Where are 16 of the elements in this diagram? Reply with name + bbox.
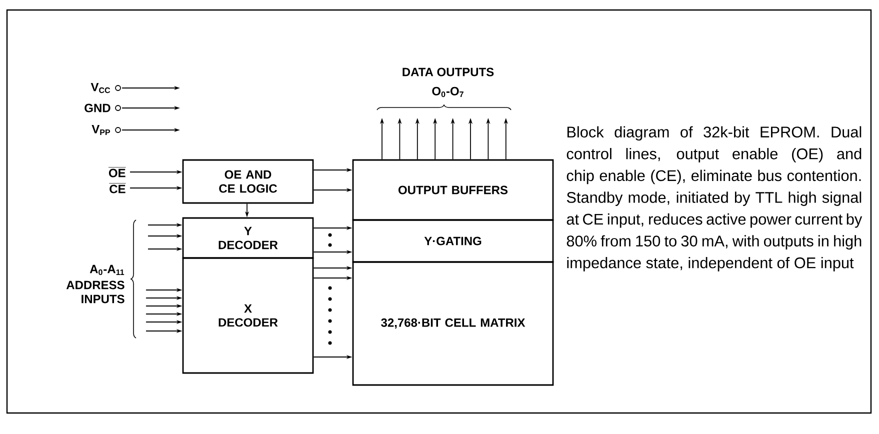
cell-matrix-block: 32,768·BIT CELL MATRIX <box>352 261 554 386</box>
signal-label: O$_{0}$-O$_{7}$ <box>432 86 464 98</box>
decoder-block: Y DECODER <box>182 217 314 259</box>
pin-label: CE <box>108 183 126 194</box>
decoder-block: X DECODER <box>182 257 314 374</box>
signal-label: DATA OUTPUTS <box>402 68 494 76</box>
signal-label: A$_{0}$-A$_{11}$ <box>90 264 124 276</box>
pin-label: GND <box>84 104 110 112</box>
pin-label: V$_{CC}$ <box>90 82 110 94</box>
caption-text: Block diagram of 32k-bit EPROM. Dual control lines, output enable (OE) and chip enable (CE), eliminate bus contention. Standby mode, initiated by TTL high signal at CE input, reduces active power current by 80% from 150 to 30 mA, with outputs in high impedance state, independent of OE input <box>566 126 862 272</box>
logic-block: OE AND CE LOGIC <box>182 159 314 204</box>
output-buffer-block: OUTPUT BUFFERS <box>352 159 554 221</box>
signal-label: ADDRESS INPUTS <box>66 280 124 304</box>
pin-label: OE <box>108 167 126 178</box>
gating-block: Y·GATING <box>352 219 554 263</box>
pin-label: V$_{PP}$ <box>92 124 110 136</box>
